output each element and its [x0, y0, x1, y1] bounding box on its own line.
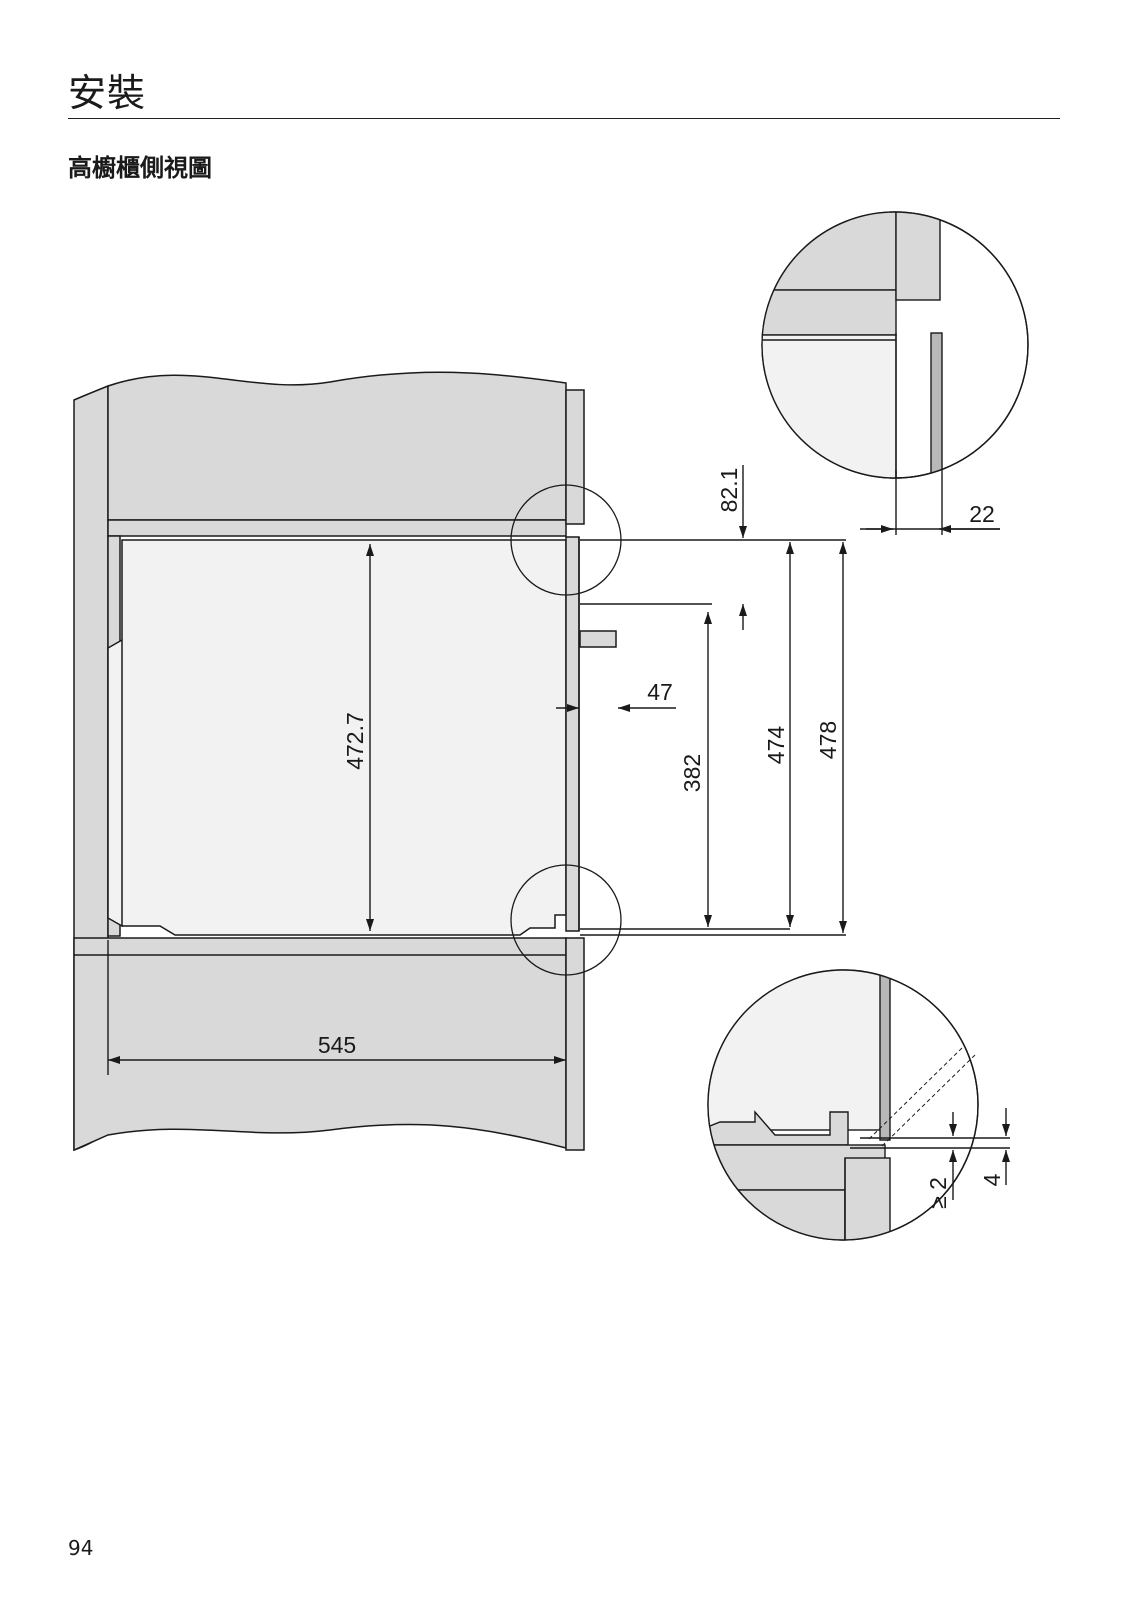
dim-niche-height-min: 474	[763, 726, 789, 765]
oven-front-door	[566, 537, 579, 931]
dim-gap-min: ≥ 2	[925, 1177, 951, 1209]
oven-handle	[580, 631, 616, 647]
dim-panel-thickness: 22	[969, 501, 995, 527]
front-panel-bottom	[566, 938, 584, 1150]
upper-shelf	[108, 520, 566, 536]
cabinet-upper-section	[108, 372, 566, 520]
detail-view-bottom	[700, 960, 1010, 1250]
dim-gap-detail: 4	[979, 1173, 1005, 1186]
dim-cabinet-depth: 545	[318, 1032, 356, 1058]
page-number: 94	[68, 1536, 93, 1560]
oven-appliance	[108, 537, 712, 935]
dim-handle-height: 382	[679, 754, 705, 792]
detail-view-top	[750, 200, 1028, 535]
dim-niche-height-max: 478	[815, 721, 841, 759]
dim-oven-height: 472.7	[342, 712, 368, 770]
dim-handle-projection: 47	[647, 679, 673, 705]
front-panel-top	[566, 390, 584, 524]
oven-body	[108, 540, 566, 935]
dim-top-offset: 82.1	[716, 468, 742, 513]
